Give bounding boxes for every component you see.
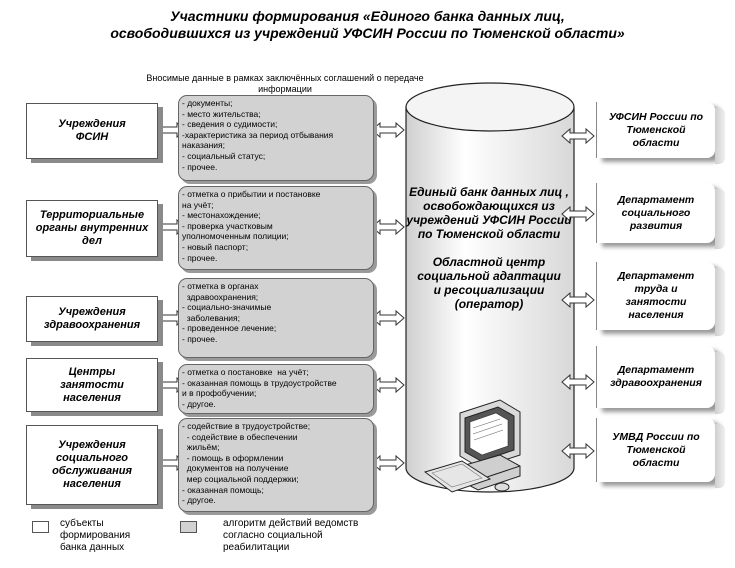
data-line: заболевания; <box>182 312 240 323</box>
legend-swatch-algorithm <box>180 521 197 533</box>
data-line: -характеристика за период отбывания <box>182 129 334 140</box>
left-box-health: Учреждения здравоохранения <box>26 296 158 342</box>
data-line: наказания; <box>182 140 225 151</box>
right-box-label: Департамент труда и занятости населения <box>617 270 695 321</box>
data-line: - социальный статус; <box>182 150 266 161</box>
data-line: - отметка в органах <box>182 281 259 291</box>
left-box-police: Территориальные органы внутренних дел <box>26 200 158 257</box>
data-line: - проведенное лечение; <box>182 323 277 334</box>
right-box-label: Департамент социального развития <box>617 193 695 232</box>
left-box-label: Учреждения здравоохранения <box>43 306 141 331</box>
left-box-label: Центры занятости населения <box>60 365 124 404</box>
left-box-fsin: Учреждения ФСИН <box>26 103 158 159</box>
arrow-mid-4 <box>371 377 405 393</box>
arrow-mid-2 <box>371 219 405 235</box>
data-line: жильём; <box>182 442 220 453</box>
legend-swatch-subjects <box>32 521 49 533</box>
data-line: - помощь в оформлении <box>182 452 284 463</box>
data-line: - документы; <box>182 98 233 108</box>
right-box-label: Департамент здравоохранения <box>610 364 702 389</box>
right-box-umvd: УМВД России по Тюменской области <box>596 418 725 488</box>
data-line: - содействие в обеспечении <box>182 431 298 442</box>
data-line: - отметка о прибытии и постановке <box>182 189 321 199</box>
data-line: на учёт; <box>182 199 214 210</box>
arrow-mid-1 <box>371 122 405 138</box>
bank-label: Единый банк данных лиц , освобождающихся… <box>406 185 572 241</box>
data-box-employment: - отметка о постановке на учёт; - оказан… <box>178 364 374 414</box>
database-label: Единый банк данных лиц , освобождающихся… <box>405 185 573 311</box>
data-line: - другое. <box>182 398 216 409</box>
data-line: мер социальной поддержки; <box>182 473 299 484</box>
right-box-labor-dept: Департамент труда и занятости населения <box>596 262 725 336</box>
right-box-health-dept: Департамент здравоохранения <box>596 346 725 414</box>
data-line: - отметка о постановке на учёт; <box>182 367 309 377</box>
operator-label: Областной центр социальной адаптации и р… <box>417 255 561 311</box>
data-line: - социально-значимые <box>182 302 272 313</box>
data-line: - оказанная помощь; <box>182 484 264 495</box>
subtitle: Вносимые данные в рамках заключённых сог… <box>146 73 424 94</box>
data-line: уполномоченным полиции; <box>182 231 289 242</box>
data-line: - местонахождение; <box>182 210 261 221</box>
left-box-social: Учреждения социального обслуживания насе… <box>26 425 158 505</box>
arrow-mid-3 <box>371 310 405 326</box>
right-box-ufsin: УФСИН России по Тюменской области <box>596 102 725 164</box>
left-box-label: Учреждения социального обслуживания насе… <box>52 439 132 490</box>
data-box-fsin: - документы; - место жительства; - сведе… <box>178 95 374 181</box>
title-line-2: освободившихся из учреждений УФСИН Росси… <box>110 25 625 41</box>
left-box-employment: Центры занятости населения <box>26 358 158 412</box>
data-line: - прочее. <box>182 252 218 263</box>
data-line: - содействие в трудоустройстве; <box>182 421 311 431</box>
data-line: здравоохранения; <box>182 291 259 302</box>
data-line: - новый паспорт; <box>182 241 249 252</box>
diagram-title: Участники формирования «Единого банка да… <box>0 8 735 42</box>
arrow-mid-5 <box>371 455 405 471</box>
database-cylinder <box>405 82 575 493</box>
left-box-label: Учреждения ФСИН <box>58 118 126 143</box>
right-box-label: УФСИН России по Тюменской области <box>608 110 704 149</box>
data-line: - другое. <box>182 495 216 506</box>
legend-label-subjects: субъекты формирования банка данных <box>60 518 131 553</box>
data-line: - сведения о судимости; <box>182 119 278 130</box>
data-box-health: - отметка в органах здравоохранения; - с… <box>178 278 374 358</box>
data-line: и в профобучении; <box>182 388 257 399</box>
data-line: документов на получение <box>182 463 289 474</box>
data-line: - оказанная помощь в трудоустройстве <box>182 377 337 388</box>
data-line: - прочее. <box>182 161 218 172</box>
data-line: - проверка участковым <box>182 220 273 231</box>
data-line: - прочее. <box>182 333 218 344</box>
data-box-social: - содействие в трудоустройстве; - содейс… <box>178 418 374 512</box>
title-line-1: Участники формирования «Единого банка да… <box>170 8 565 24</box>
left-box-label: Территориальные органы внутренних дел <box>35 209 149 247</box>
right-box-label: УМВД России по Тюменской области <box>612 430 700 469</box>
legend-label-algorithm: алгоритм действий ведомств согласно соци… <box>223 518 359 553</box>
right-box-social-dept: Департамент социального развития <box>596 183 725 249</box>
data-box-police: - отметка о прибытии и постановке на учё… <box>178 186 374 270</box>
computer-icon <box>423 399 521 493</box>
data-line: - место жительства; <box>182 108 261 119</box>
